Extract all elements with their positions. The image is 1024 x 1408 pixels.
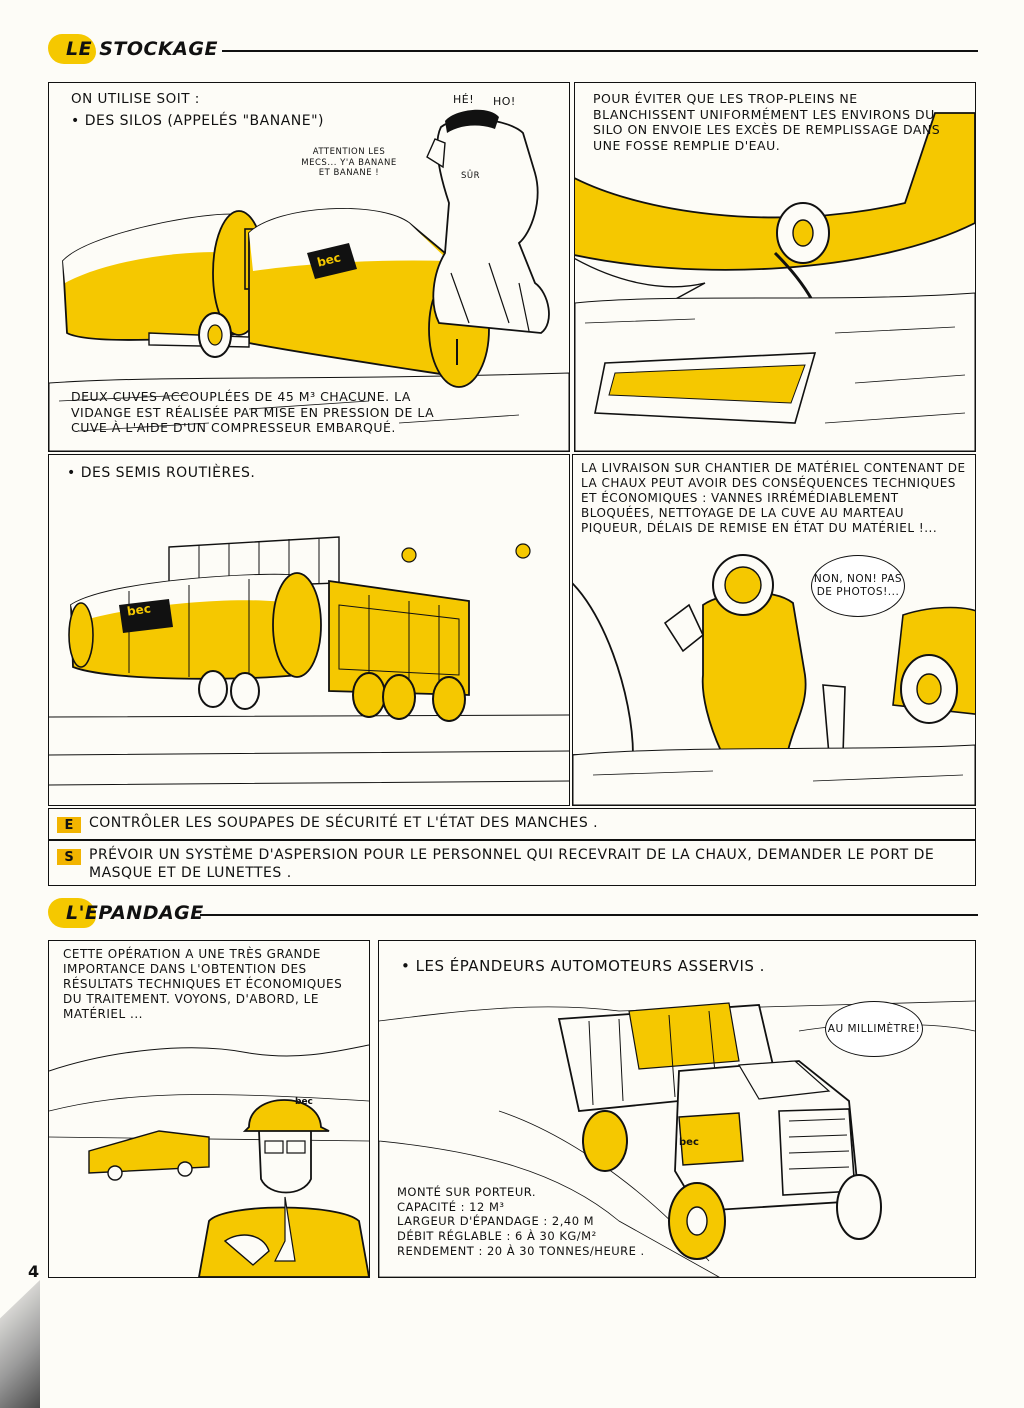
tip-s-icon: S <box>57 849 81 865</box>
section-rule <box>222 50 978 52</box>
speech-millimetre: AU MILLIMÈTRE! <box>827 1022 921 1035</box>
caption-livraison: LA LIVRAISON SUR CHANTIER DE MATÉRIEL CO… <box>581 461 966 535</box>
truck-logo: bec <box>679 1137 699 1148</box>
page-number: 4 <box>28 1262 40 1281</box>
section-rule <box>200 914 978 916</box>
spec-line: CAPACITÉ : 12 M³ <box>397 1199 505 1214</box>
semi-trailer-illustration <box>49 536 569 805</box>
section-header-stockage: LE STOCKAGE <box>48 34 228 64</box>
section-title-stockage: LE STOCKAGE <box>66 38 218 60</box>
panel-operation: CETTE OPÉRATION A UNE TRÈS GRANDE IMPORT… <box>48 940 370 1278</box>
spec-line: RENDEMENT : 20 À 30 TONNES/HEURE . <box>397 1243 645 1258</box>
panel-silos: ON UTILISE SOIT : • DES SILOS (APPELÉS "… <box>48 82 570 452</box>
tip-s: S PRÉVOIR UN SYSTÈME D'ASPERSION POUR LE… <box>48 840 976 886</box>
tip-e: E CONTRÔLER LES SOUPAPES DE SÉCURITÉ ET … <box>48 808 976 840</box>
helmet-logo: bec <box>295 1097 313 1107</box>
tip-s-text: PRÉVOIR UN SYSTÈME D'ASPERSION POUR LE P… <box>89 847 935 881</box>
tip-e-text: CONTRÔLER LES SOUPAPES DE SÉCURITÉ ET L'… <box>89 815 599 831</box>
speech-photos: NON, NON! PAS DE PHOTOS!... <box>813 573 903 598</box>
diver-illustration <box>573 554 975 805</box>
bullet-epandeurs: • LES ÉPANDEURS AUTOMOTEURS ASSERVIS . <box>401 957 765 975</box>
bullet-semis: • DES SEMIS ROUTIÈRES. <box>67 465 256 481</box>
bullet-silos: • DES SILOS (APPELÉS "BANANE") <box>71 113 324 129</box>
spreader-truck-illustration <box>379 1000 975 1277</box>
panel-fosse: POUR ÉVITER QUE LES TROP-PLEINS NE BLANC… <box>574 82 976 452</box>
fosse-illustration <box>575 112 975 451</box>
caption-on-utilise: ON UTILISE SOIT : <box>71 91 200 107</box>
speech-bubble-millimetre: AU MILLIMÈTRE! <box>825 1001 923 1057</box>
page-corner-shadow <box>0 1280 40 1408</box>
panel-livraison: LA LIVRAISON SUR CHANTIER DE MATÉRIEL CO… <box>572 454 976 806</box>
panel-semis: • DES SEMIS ROUTIÈRES. bec <box>48 454 570 806</box>
tip-e-icon: E <box>57 817 81 833</box>
caption-operation: CETTE OPÉRATION A UNE TRÈS GRANDE IMPORT… <box>63 947 343 1021</box>
truck-specs: MONTÉ SUR PORTEUR. CAPACITÉ : 12 M³ LARG… <box>397 1185 697 1259</box>
speech-he: HÉ! <box>453 93 475 106</box>
spec-line: DÉBIT RÉGLABLE : 6 À 30 KG/M² <box>397 1229 597 1244</box>
spec-line: LARGEUR D'ÉPANDAGE : 2,40 M <box>397 1214 595 1229</box>
section-header-epandage: L'EPANDAGE <box>48 898 208 928</box>
spec-line: MONTÉ SUR PORTEUR. <box>397 1185 536 1199</box>
caption-deux-cuves: DEUX CUVES ACCOUPLÉES DE 45 M³ CHACUNE. … <box>71 389 435 436</box>
speech-attention: ATTENTION LES MECS... Y'A BANANE ET BANA… <box>301 147 397 179</box>
panel-epandeurs: • LES ÉPANDEURS AUTOMOTEURS ASSERVIS . A… <box>378 940 976 1278</box>
yellow-blob-icon <box>48 34 96 64</box>
caption-trop-pleins: POUR ÉVITER QUE LES TROP-PLEINS NE BLANC… <box>593 91 941 153</box>
yellow-blob-icon <box>48 898 96 928</box>
speech-sur: SÛR <box>461 171 481 181</box>
speech-bubble-photos: NON, NON! PAS DE PHOTOS!... <box>811 555 905 617</box>
silo-illustration <box>49 109 569 451</box>
engineer-illustration <box>49 1044 369 1277</box>
speech-ho: HO! <box>493 95 516 108</box>
section-title-epandage: L'EPANDAGE <box>66 902 204 924</box>
